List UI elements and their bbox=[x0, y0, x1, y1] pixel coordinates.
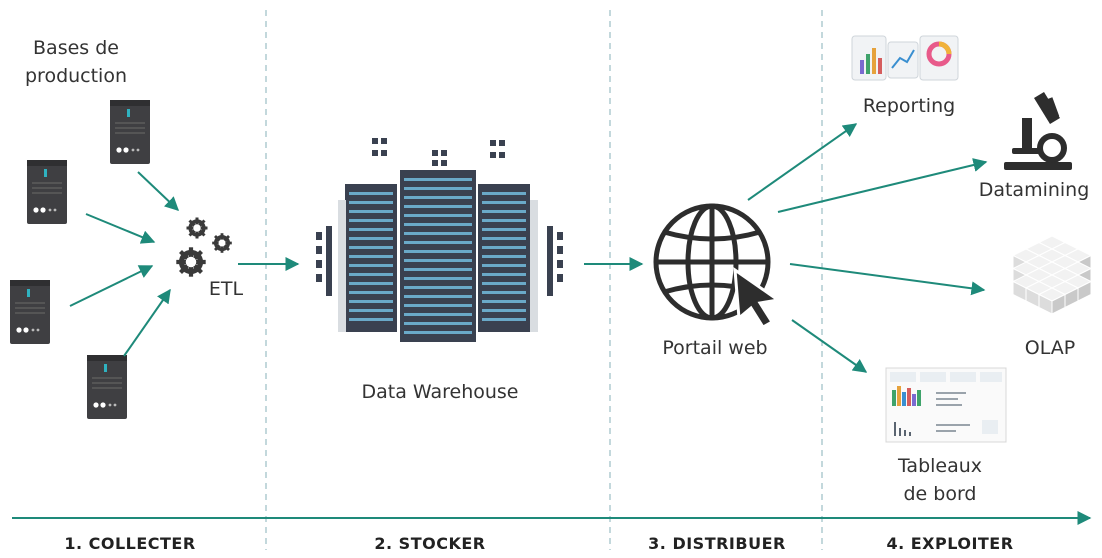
arrow bbox=[789, 263, 986, 296]
building-window bbox=[404, 304, 472, 307]
arrow bbox=[137, 171, 180, 211]
sources-label-line1: Bases de bbox=[33, 37, 119, 59]
dashboards-label-line1: Tableaux bbox=[897, 455, 983, 477]
building-window bbox=[404, 277, 472, 280]
sources-label-line2: production bbox=[24, 65, 128, 87]
building-window bbox=[482, 273, 526, 276]
building-window bbox=[482, 282, 526, 285]
olap-label: OLAP bbox=[1024, 337, 1076, 359]
server-icon bbox=[110, 100, 150, 164]
building-window bbox=[404, 205, 472, 208]
step-distribuer: 3. DISTRIBUER bbox=[648, 534, 786, 553]
cube-face bbox=[1051, 293, 1066, 315]
building-window bbox=[482, 309, 526, 312]
building-window bbox=[482, 237, 526, 240]
building-window bbox=[404, 196, 472, 199]
server-icon bbox=[87, 355, 127, 419]
data-warehouse-icon bbox=[316, 138, 563, 342]
building-window bbox=[349, 201, 393, 204]
building-window bbox=[349, 309, 393, 312]
building-window bbox=[482, 201, 526, 204]
datamining-label: Datamining bbox=[978, 179, 1090, 201]
building-window bbox=[404, 187, 472, 190]
reporting-icon bbox=[851, 35, 959, 81]
arrow bbox=[747, 123, 858, 201]
building-window bbox=[349, 300, 393, 303]
step-stocker: 2. STOCKER bbox=[374, 534, 486, 553]
building-window bbox=[482, 228, 526, 231]
building-window bbox=[482, 318, 526, 321]
dashboards-label: Tableaux de bord bbox=[880, 452, 1000, 508]
microscope-icon bbox=[1004, 92, 1072, 170]
step-exploiter: 4. EXPLOITER bbox=[886, 534, 1014, 553]
building-window bbox=[404, 268, 472, 271]
building-window bbox=[404, 313, 472, 316]
building-window bbox=[482, 255, 526, 258]
building-window bbox=[404, 250, 472, 253]
server-icon bbox=[27, 160, 67, 224]
building-window bbox=[404, 322, 472, 325]
building-window bbox=[349, 291, 393, 294]
dashboard-icon bbox=[885, 367, 1007, 443]
building-window bbox=[482, 192, 526, 195]
building-windows bbox=[349, 178, 526, 334]
building-window bbox=[349, 237, 393, 240]
gears-icon bbox=[176, 215, 234, 277]
portail-web-label: Portail web bbox=[662, 337, 768, 359]
sources-label: Bases de production bbox=[6, 34, 146, 90]
building-window bbox=[349, 264, 393, 267]
building-window bbox=[404, 214, 472, 217]
server-icon bbox=[10, 280, 50, 344]
cursor-icon bbox=[733, 266, 782, 329]
building-window bbox=[404, 232, 472, 235]
arrow bbox=[123, 288, 171, 357]
building-window bbox=[349, 210, 393, 213]
building-window bbox=[482, 300, 526, 303]
building-window bbox=[404, 241, 472, 244]
building-window bbox=[349, 246, 393, 249]
step-collecter: 1. COLLECTER bbox=[64, 534, 196, 553]
olap-cube-icon bbox=[1011, 235, 1093, 315]
building-window bbox=[482, 264, 526, 267]
building-window bbox=[482, 210, 526, 213]
building-window bbox=[404, 223, 472, 226]
building-window bbox=[349, 228, 393, 231]
dashboards-label-line2: de bord bbox=[903, 483, 977, 505]
building-window bbox=[349, 219, 393, 222]
building-window bbox=[404, 331, 472, 334]
building-window bbox=[349, 192, 393, 195]
building-window bbox=[349, 255, 393, 258]
building-window bbox=[349, 318, 393, 321]
building-window bbox=[349, 273, 393, 276]
arrow bbox=[791, 319, 868, 373]
building-window bbox=[404, 295, 472, 298]
building-window bbox=[482, 219, 526, 222]
building-window bbox=[404, 259, 472, 262]
building-window bbox=[349, 282, 393, 285]
data-warehouse-label: Data Warehouse bbox=[361, 381, 519, 403]
arrow bbox=[777, 158, 988, 213]
reporting-label: Reporting bbox=[862, 95, 956, 117]
building-window bbox=[404, 286, 472, 289]
etl-label: ETL bbox=[208, 278, 244, 300]
arrow bbox=[69, 265, 154, 307]
arrow bbox=[85, 213, 156, 244]
building-window bbox=[482, 291, 526, 294]
building-window bbox=[482, 246, 526, 249]
building-window bbox=[404, 178, 472, 181]
